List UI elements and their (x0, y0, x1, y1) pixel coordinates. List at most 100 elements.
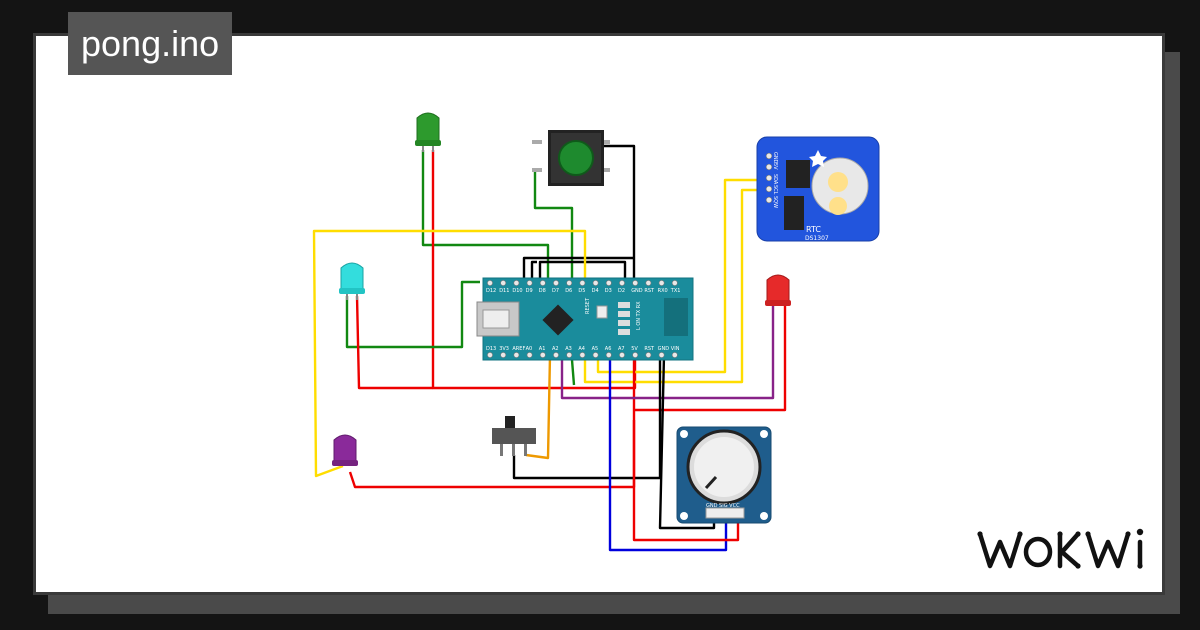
top-header-pin[interactable] (566, 280, 573, 286)
bottom-header-pin-label: GND (658, 346, 670, 352)
rtc-pin-label: GND (772, 152, 778, 164)
wire-cyan-led-red (355, 295, 433, 390)
bottom-header-pin[interactable] (671, 352, 678, 358)
rtc-pin-label: SQW (772, 196, 778, 208)
wire-switch-black (512, 355, 662, 480)
bottom-header-pin-label: VIN (671, 346, 680, 352)
top-header-pin[interactable] (671, 280, 678, 286)
rtc-pin[interactable] (765, 152, 773, 160)
bottom-header-pin[interactable] (539, 352, 546, 358)
bottom-header-pin[interactable] (645, 352, 652, 358)
joystick-pin-labels: GND SIG VCC (706, 503, 740, 509)
bottom-header-pin-label: 5V (631, 346, 638, 352)
bottom-header-pin-label: A2 (552, 346, 559, 352)
bottom-header-pin-label: A0 (526, 346, 533, 352)
top-header-pin-label: D11 (499, 288, 509, 294)
bottom-header-pin[interactable] (658, 352, 665, 358)
top-header-pin-label: D6 (565, 288, 572, 294)
bottom-header-pin[interactable] (592, 352, 599, 358)
bottom-header-pin[interactable] (579, 352, 586, 358)
bottom-header-pin-label: A6 (605, 346, 612, 352)
bottom-header-pin[interactable] (553, 352, 559, 358)
top-header-pin-label: D10 (512, 288, 522, 294)
top-header-pin[interactable] (592, 280, 599, 286)
wire-joystick-red (632, 420, 740, 542)
project-filename-tab[interactable]: pong.ino (68, 12, 233, 75)
bottom-header-pin[interactable] (526, 352, 533, 358)
top-header-pin[interactable] (658, 280, 665, 286)
rtc-pin[interactable] (765, 185, 773, 193)
top-header-pin-label: D3 (605, 288, 612, 294)
analog-joystick[interactable]: GND SIG VCC (676, 426, 772, 524)
bottom-header-pin-label: AREF (512, 346, 525, 352)
rtc-chip-label: DS1307 (805, 235, 829, 242)
wire-black-d9 (530, 260, 537, 282)
wokwi-logo (977, 528, 1144, 569)
top-header-pin[interactable] (632, 280, 639, 286)
top-header-pin[interactable] (553, 280, 559, 286)
top-header-pin-label: D5 (578, 288, 585, 294)
rtc-pin-label: SDA (772, 174, 778, 185)
bottom-header-pin-label: A4 (578, 346, 585, 352)
wire-yellow-rtc (596, 178, 770, 374)
rtc-pin[interactable] (765, 174, 773, 182)
led-cyan[interactable] (339, 262, 365, 300)
bottom-header-pin[interactable] (605, 352, 612, 358)
top-header-pin[interactable] (605, 280, 612, 286)
top-header-pin-label: D2 (618, 288, 625, 294)
wire-black-d10 (538, 260, 627, 282)
rtc-pin[interactable] (765, 163, 773, 171)
bottom-header-pin-label: 3V3 (499, 346, 509, 352)
slide-switch[interactable] (492, 416, 536, 456)
bottom-header-pin-label: A1 (539, 346, 546, 352)
led-purple[interactable] (332, 434, 358, 466)
top-header-pin[interactable] (513, 280, 520, 286)
top-header-pin-label: D7 (552, 288, 559, 294)
rtc-pin-label: SCL (772, 185, 778, 195)
top-header-pin-label: RST (644, 288, 655, 294)
top-header-pin[interactable] (526, 280, 533, 286)
led-green[interactable] (415, 112, 441, 152)
wire-red-led-red (634, 305, 787, 412)
bottom-header-pin[interactable] (566, 352, 573, 358)
reset-label: RESET (585, 297, 591, 314)
top-header-pin-label: D9 (526, 288, 533, 294)
wire-cyan-led-green (345, 280, 480, 349)
top-header-pin-label: D8 (539, 288, 546, 294)
top-header-pin-label: TX1 (670, 288, 681, 294)
pushbutton[interactable] (532, 130, 610, 186)
wire-purple-led-red (348, 355, 636, 489)
top-header-pin-label: D4 (592, 288, 599, 294)
top-header-pin[interactable] (619, 280, 625, 286)
led-red[interactable] (765, 274, 791, 306)
top-header-pin-label: GND (631, 288, 643, 294)
wire-red-led-purple (560, 305, 775, 400)
bottom-header-pin-label: A3 (565, 346, 572, 352)
bottom-header-pin-label: A5 (592, 346, 599, 352)
bottom-header-pin[interactable] (500, 352, 507, 358)
wire-switch-orange (525, 354, 552, 460)
top-header-pin[interactable] (500, 280, 507, 286)
rtc-label: RTC (806, 225, 821, 234)
top-header-pin[interactable] (645, 280, 652, 286)
rtc-pin-label: 5V (772, 163, 778, 170)
wire-joystick-blue (608, 355, 728, 552)
bottom-header-pin[interactable] (632, 352, 639, 358)
top-header-pin[interactable] (487, 280, 493, 286)
bottom-header-pin[interactable] (487, 352, 493, 358)
bottom-header-pin-label: D13 (486, 346, 496, 352)
rtc-pin[interactable] (765, 196, 773, 204)
top-header-pin[interactable] (539, 280, 546, 286)
bottom-header-pin[interactable] (619, 352, 625, 358)
top-header-pin[interactable] (579, 280, 586, 286)
bottom-header-pin-label: A7 (618, 346, 625, 352)
bottom-header-pin-label: RST (644, 346, 655, 352)
bottom-header-pin[interactable] (513, 352, 520, 358)
adafruit-flower-icon (809, 150, 827, 167)
